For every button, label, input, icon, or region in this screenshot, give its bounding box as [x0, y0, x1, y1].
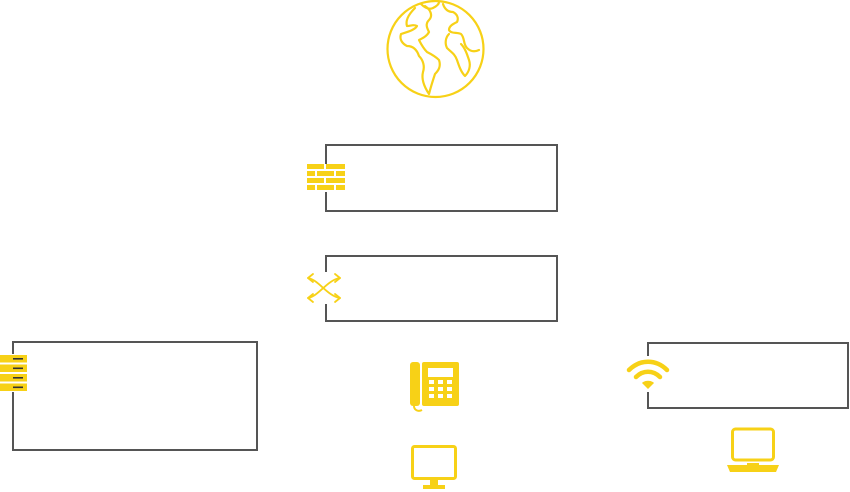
laptop-icon [727, 427, 779, 472]
firewall-box[interactable] [325, 144, 558, 212]
brick-wall-icon [307, 164, 345, 192]
wireless-access-point-box[interactable] [647, 342, 849, 409]
desk-phone-icon [410, 362, 459, 412]
switch-box[interactable] [325, 255, 558, 322]
crossing-arrows-icon [305, 272, 343, 304]
server-stack-icon [0, 354, 28, 392]
wifi-icon [626, 356, 670, 392]
globe-icon [386, 0, 485, 99]
server-rack-box[interactable] [12, 341, 258, 451]
monitor-icon [411, 445, 457, 489]
